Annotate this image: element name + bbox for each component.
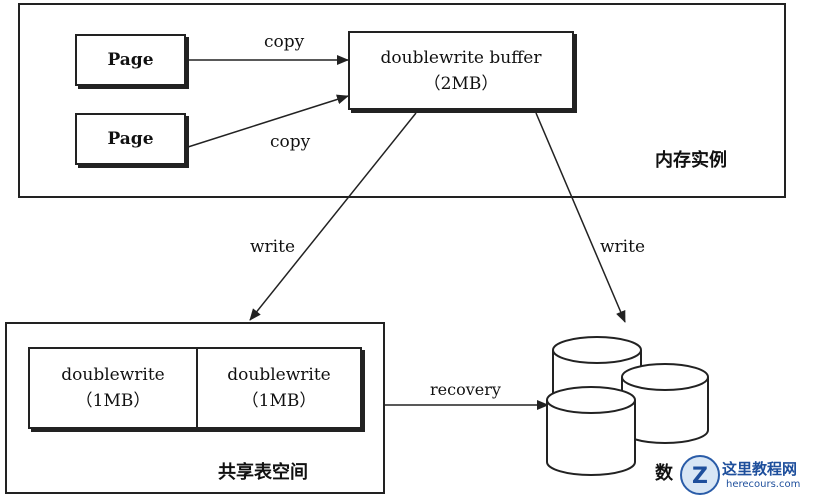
page-label-1: Page [107, 50, 154, 70]
copy-label-1: copy [264, 32, 305, 52]
page-box-2: Page [75, 113, 186, 165]
doublewrite-cell-1: doublewrite （1MB） [28, 347, 198, 429]
datafile-label: 数 [655, 463, 673, 484]
buffer-size: （2MB） [423, 73, 499, 94]
copy-label-2: copy [270, 132, 311, 152]
shared-region-label: 共享表空间 [218, 462, 308, 483]
write-arrow-left [249, 112, 417, 321]
watermark-logo: Z [680, 455, 720, 495]
buffer-title: doublewrite buffer [380, 47, 542, 68]
write-arrow-right [535, 112, 626, 323]
page-label-2: Page [107, 129, 154, 149]
recovery-label: recovery [430, 380, 501, 399]
cell2-title: doublewrite [227, 365, 331, 385]
cell1-title: doublewrite [61, 365, 165, 385]
page-box-1: Page [75, 34, 186, 86]
cell2-size: （1MB） [241, 391, 317, 411]
write-label-left: write [250, 237, 296, 257]
cell1-size: （1MB） [75, 391, 151, 411]
copy-arrow-2 [187, 94, 349, 148]
doublewrite-buffer-box: doublewrite buffer （2MB） [348, 31, 574, 110]
watermark-text-url: herecours.com [726, 479, 801, 490]
watermark-text-cn: 这里教程网 [722, 460, 798, 478]
svg-text:Z: Z [692, 464, 708, 489]
memory-region-label: 内存实例 [655, 150, 727, 171]
doublewrite-cell-2: doublewrite （1MB） [196, 347, 362, 429]
write-label-right: write [600, 237, 646, 257]
database-icon [546, 336, 709, 476]
